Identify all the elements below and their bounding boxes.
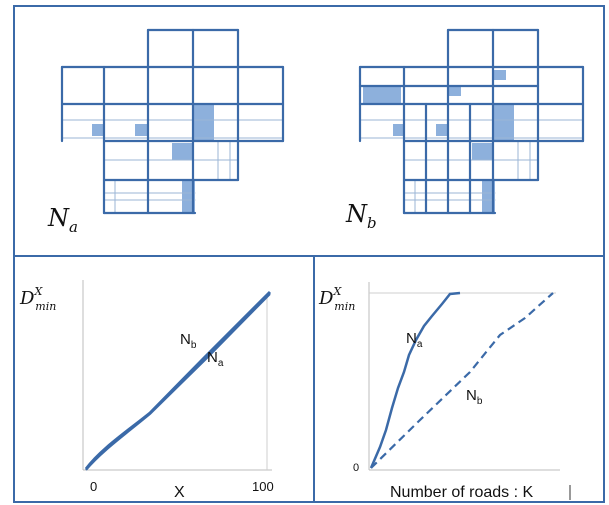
network-b xyxy=(358,28,585,215)
network-a-label: Na xyxy=(47,204,78,236)
right-plot-xlabel: Number of roads : K xyxy=(390,484,534,501)
right-plot-label-nb: Nb xyxy=(466,387,483,407)
outer-frame xyxy=(13,5,605,503)
left-plot xyxy=(82,280,272,471)
right-plot-label-na: Na xyxy=(406,330,423,350)
left-plot-tick-100: 100 xyxy=(252,479,274,494)
network-a xyxy=(60,28,285,215)
left-plot-label-na: Na xyxy=(207,349,224,369)
network-a-shaded-cells xyxy=(92,104,214,213)
left-plot-label-nb: Nb xyxy=(180,331,197,351)
right-plot-curve-na xyxy=(369,291,461,469)
network-a-thin-roads xyxy=(61,119,284,214)
network-a-main-roads xyxy=(60,28,285,215)
network-b-main-roads xyxy=(358,28,585,215)
right-plot-tick-0: 0 xyxy=(353,462,359,474)
right-plot-curve-nb xyxy=(370,292,554,469)
network-b-shaded-cells xyxy=(363,70,514,213)
left-plot-curve-na xyxy=(85,293,271,471)
right-plot xyxy=(368,282,560,471)
network-b-label: Nb xyxy=(345,200,377,232)
left-plot-tick-0: 0 xyxy=(90,479,97,494)
left-plot-xlabel: X xyxy=(174,484,185,501)
